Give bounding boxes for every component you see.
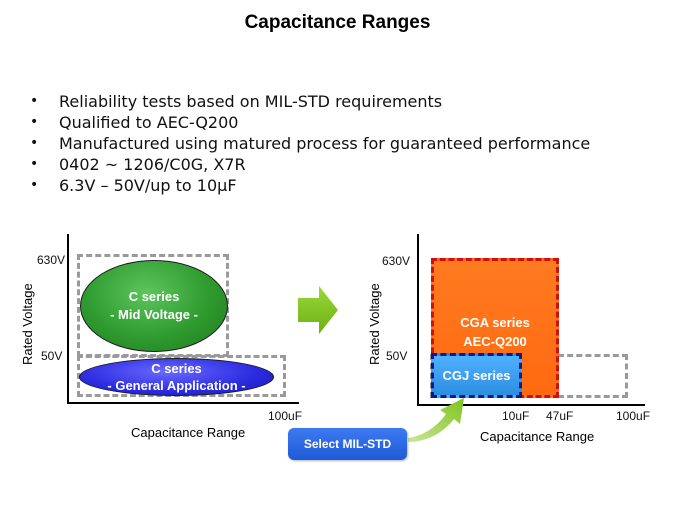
c-series-mid-voltage-ellipse: C series - Mid Voltage - bbox=[80, 260, 228, 352]
feature-list: Reliability tests based on MIL-STD requi… bbox=[30, 91, 590, 196]
right-x-tick-47: 47uF bbox=[546, 409, 574, 423]
c-series-general-line1: C series bbox=[151, 361, 202, 376]
left-x-axis-label: Capacitance Range bbox=[131, 425, 246, 440]
cga-series-line1: CGA series bbox=[460, 315, 530, 330]
select-mil-std-button[interactable]: Select MIL-STD bbox=[288, 428, 407, 460]
left-x-axis bbox=[67, 402, 299, 404]
page-title: Capacitance Ranges bbox=[244, 12, 431, 33]
cgj-series-label: CGJ series bbox=[442, 368, 511, 383]
right-y-tick-50: 50V bbox=[386, 349, 408, 363]
right-x-tick-100: 100uF bbox=[616, 409, 651, 423]
right-y-tick-630: 630V bbox=[382, 254, 411, 268]
cga-series-line2: AEC-Q200 bbox=[463, 334, 527, 349]
right-x-axis bbox=[417, 404, 645, 406]
right-arrow-icon bbox=[298, 286, 338, 334]
left-y-axis-label: Rated Voltage bbox=[20, 283, 35, 365]
left-y-tick-50: 50V bbox=[41, 349, 63, 363]
list-item: Qualified to AEC-Q200 bbox=[30, 112, 590, 133]
c-series-general-line2: - General Application - bbox=[107, 378, 246, 393]
right-y-axis-label: Rated Voltage bbox=[367, 283, 382, 365]
left-x-tick-100: 100uF bbox=[268, 409, 303, 423]
cgj-series-box: CGJ series bbox=[431, 353, 522, 398]
curved-arrow-icon bbox=[408, 398, 464, 442]
left-y-axis bbox=[67, 234, 69, 404]
list-item: 0402 ~ 1206/C0G, X7R bbox=[30, 154, 590, 175]
list-item: 6.3V – 50V/up to 10µF bbox=[30, 175, 590, 196]
right-x-tick-10: 10uF bbox=[502, 409, 530, 423]
right-x-axis-label: Capacitance Range bbox=[480, 429, 595, 444]
left-y-tick-630: 630V bbox=[37, 253, 66, 267]
c-series-mid-line2: - Mid Voltage - bbox=[110, 307, 198, 322]
c-series-mid-line1: C series bbox=[128, 289, 180, 304]
list-item: Manufactured using matured process for g… bbox=[30, 133, 590, 154]
right-y-axis bbox=[417, 234, 419, 406]
c-series-general-ellipse: C series - General Application - bbox=[79, 358, 274, 396]
list-item: Reliability tests based on MIL-STD requi… bbox=[30, 91, 590, 112]
